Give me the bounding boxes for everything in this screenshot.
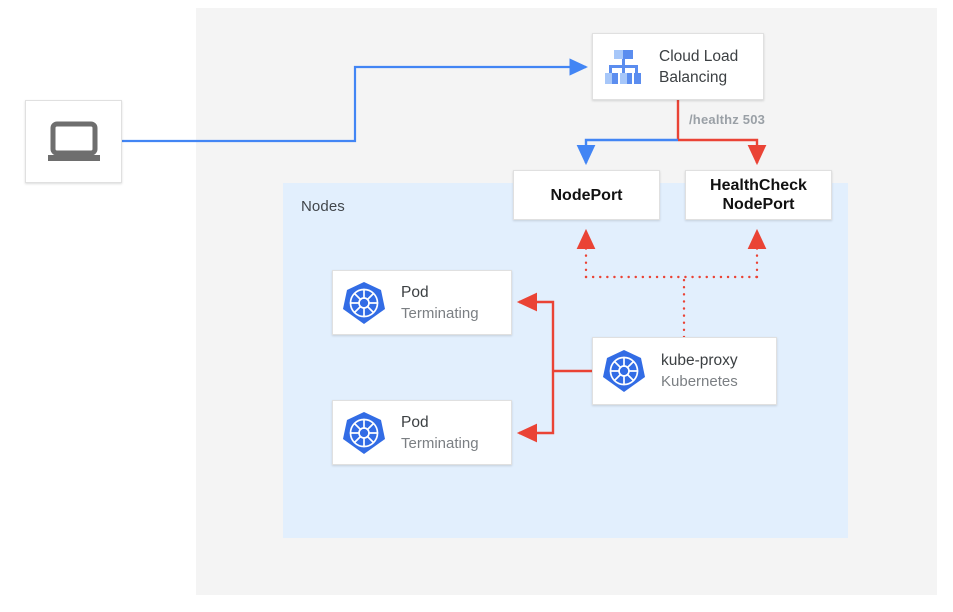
pod-node-1[interactable]: Pod Terminating xyxy=(332,270,512,335)
kubernetes-icon xyxy=(601,348,647,394)
healthcheck-nodeport-line-2: NodePort xyxy=(722,196,795,213)
edge-clb-to-healthcheck-nodeport xyxy=(678,138,767,166)
edge-kubeproxy-to-pod1 xyxy=(516,292,555,371)
pod-1-label: Pod Terminating xyxy=(401,282,479,324)
pod-2-label: Pod Terminating xyxy=(401,412,479,454)
kube-proxy-subtitle: Kubernetes xyxy=(661,373,738,390)
kube-proxy-label: kube-proxy Kubernetes xyxy=(661,350,738,392)
pod-2-status: Terminating xyxy=(401,434,479,452)
clb-line-1: Cloud Load xyxy=(659,47,739,65)
clb-line-2: Balancing xyxy=(659,68,728,86)
healthz-edge-label: /healthz 503 xyxy=(689,112,766,127)
laptop-icon xyxy=(46,120,102,164)
kube-proxy-title: kube-proxy xyxy=(661,352,738,369)
nodeport-label: NodePort xyxy=(550,186,623,204)
cloud-load-balancing-icon xyxy=(601,47,645,87)
pod-node-2[interactable]: Pod Terminating xyxy=(332,400,512,465)
pod-2-title: Pod xyxy=(401,413,429,431)
cloud-load-balancing-label: Cloud Load Balancing xyxy=(659,46,738,88)
healthcheck-nodeport-label: HealthCheck NodePort xyxy=(710,176,807,214)
healthcheck-nodeport-node[interactable]: HealthCheck NodePort xyxy=(685,170,832,220)
healthcheck-nodeport-line-1: HealthCheck xyxy=(710,177,807,194)
pod-1-status: Terminating xyxy=(401,304,479,322)
cloud-load-balancing-node[interactable]: Cloud Load Balancing xyxy=(592,33,764,100)
pod-1-title: Pod xyxy=(401,283,429,301)
client-node[interactable] xyxy=(25,100,122,183)
edge-clb-to-nodeport xyxy=(576,138,678,166)
kubernetes-icon xyxy=(341,410,387,456)
edge-kubeproxy-to-pod2 xyxy=(516,371,555,443)
nodeport-node[interactable]: NodePort xyxy=(513,170,660,220)
kube-proxy-node[interactable]: kube-proxy Kubernetes xyxy=(592,337,777,405)
edge-client-to-clb xyxy=(122,58,588,143)
nodes-region-label: Nodes xyxy=(301,198,345,215)
kubernetes-icon xyxy=(341,280,387,326)
